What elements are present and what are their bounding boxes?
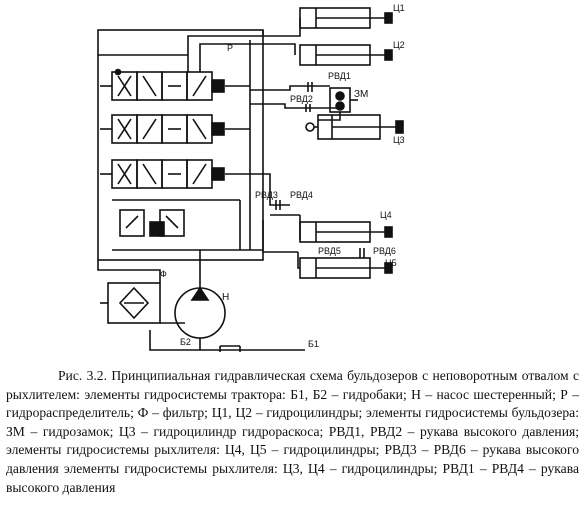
label-f: Ф [160,269,167,279]
label-rvd5: РВД5 [318,246,341,256]
label-rvd6: РВД6 [373,246,396,256]
label-n: Н [222,292,229,303]
label-c3: Ц3 [393,135,405,145]
hoses-rvd3-rvd4 [250,173,301,253]
filter-f [97,260,161,324]
cylinder-c1 [299,7,393,29]
distributor-lines [112,40,263,251]
label-b1: Б1 [308,339,319,349]
label-p: Р [227,43,233,53]
relief-valve-left [119,209,165,237]
hydraulic-scheme: Ц1 Ц2 Р РВД1 РВД2 ЗМ Ц3 РВД3 РВД4 Ц4 РВД… [97,3,405,352]
label-b2: Б2 [180,337,191,347]
label-c2: Ц2 [393,40,405,50]
label-c1: Ц1 [393,3,405,13]
cylinder-c3 [305,114,404,140]
lines-to-c1-c2 [187,18,301,72]
distributor-frame [97,29,264,261]
relief-valve-right [159,209,185,237]
label-rvd4: РВД4 [290,190,313,200]
spool-section-3 [100,159,225,189]
label-rvd1: РВД1 [328,71,351,81]
caption-text: Рис. 3.2. Принципиальная гидравлическая … [6,368,579,495]
label-rvd3: РВД3 [255,190,278,200]
hoses-rvd1-rvd2 [250,82,340,112]
tank-lines [149,322,305,352]
label-c4: Ц4 [380,210,392,220]
label-c5: Ц5 [385,258,397,268]
pump-n [174,250,226,339]
spool-section-1 [100,68,225,101]
cylinder-c4 [299,221,393,243]
label-rvd2: РВД2 [290,94,313,104]
label-zm: ЗМ [354,89,368,100]
cylinder-c2 [299,44,393,66]
figure-caption: Рис. 3.2. Принципиальная гидравлическая … [6,367,579,497]
spool-section-2 [100,114,225,144]
cylinder-c5 [297,248,393,279]
